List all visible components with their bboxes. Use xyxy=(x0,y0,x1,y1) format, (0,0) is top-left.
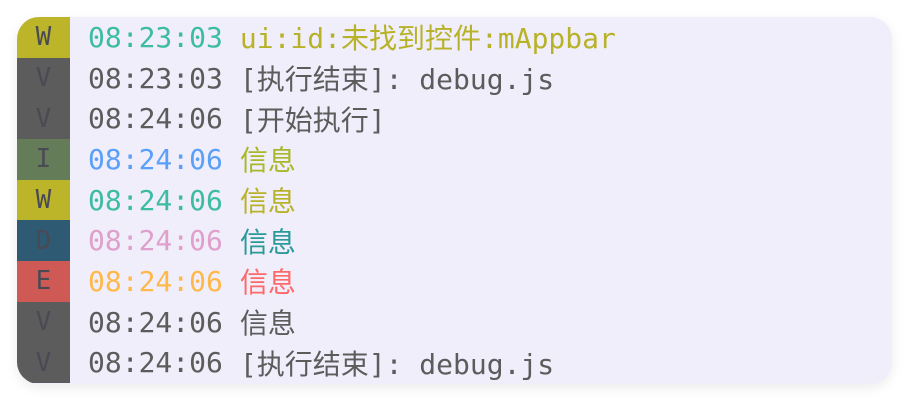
log-level-badge: W xyxy=(17,17,70,58)
log-message: 信息 xyxy=(239,307,296,341)
log-entry: D 08:24:06 信息 xyxy=(17,220,892,262)
log-time: 08:24:06 xyxy=(88,346,223,380)
log-level-badge: V xyxy=(17,57,70,99)
log-entry: I 08:24:06 信息 xyxy=(17,139,892,180)
log-level-badge: V xyxy=(17,342,70,384)
log-message: 信息 xyxy=(239,185,296,219)
log-entry: V 08:24:06 信息 xyxy=(17,301,892,343)
log-level-badge: D xyxy=(17,220,70,262)
log-time: 08:24:06 xyxy=(88,264,223,298)
log-message: 信息 xyxy=(239,266,296,300)
log-entry: W 08:24:06 信息 xyxy=(17,179,892,221)
log-message: [执行结束]: debug.js xyxy=(239,347,555,381)
log-level-badge: W xyxy=(17,179,70,221)
log-level-badge: I xyxy=(17,139,70,180)
log-time: 08:24:06 xyxy=(88,183,223,217)
log-level-badge: V xyxy=(17,301,70,343)
log-level-badge: V xyxy=(17,98,70,140)
log-time: 08:24:06 xyxy=(88,102,223,136)
log-message: [开始执行] xyxy=(239,103,386,137)
log-message: 信息 xyxy=(239,225,296,259)
log-entry: V 08:23:03 [执行结束]: debug.js xyxy=(17,57,892,99)
log-entry: E 08:24:06 信息 xyxy=(17,261,892,302)
log-entry: W 08:23:03 ui:id:未找到控件:mAppbar xyxy=(17,17,892,58)
log-level-badge: E xyxy=(17,261,70,302)
log-message: [执行结束]: debug.js xyxy=(239,63,555,97)
log-time: 08:23:03 xyxy=(88,61,223,95)
log-time: 08:24:06 xyxy=(88,224,223,258)
log-message: 信息 xyxy=(239,144,296,178)
log-entry: V 08:24:06 [执行结束]: debug.js xyxy=(17,342,892,384)
log-message: ui:id:未找到控件:mAppbar xyxy=(239,22,616,56)
log-time: 08:24:06 xyxy=(88,305,223,339)
log-time: 08:24:06 xyxy=(88,142,223,176)
log-time: 08:23:03 xyxy=(88,20,223,54)
log-entry: V 08:24:06 [开始执行] xyxy=(17,98,892,140)
